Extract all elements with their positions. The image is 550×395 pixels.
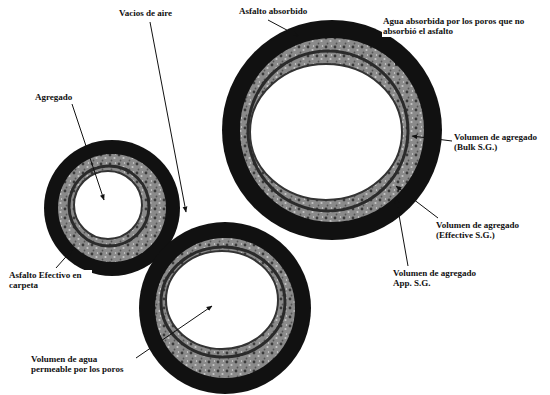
callout-label: Asfalto absorbido bbox=[238, 6, 308, 16]
leader-lines bbox=[56, 20, 452, 358]
callout-label: Agregado bbox=[34, 92, 73, 102]
callout-label: Volumen de agua permeable por los poros bbox=[30, 354, 136, 375]
callout-label: Vacios de aire bbox=[118, 8, 173, 18]
large-particle bbox=[222, 20, 442, 240]
callout-label: Agua absorbida por los poros que no abso… bbox=[382, 16, 534, 37]
callout-label: Volumen de agregado App. S.G. bbox=[392, 268, 494, 289]
callout-label: Volumen de agregado (Effective S.G.) bbox=[435, 220, 547, 241]
callout-label: Volumen de agregado (Bulk S.G.) bbox=[453, 132, 547, 153]
bottom-particle bbox=[139, 222, 311, 394]
callout-label: Asfalto Efectivo en carpeta bbox=[8, 270, 92, 291]
